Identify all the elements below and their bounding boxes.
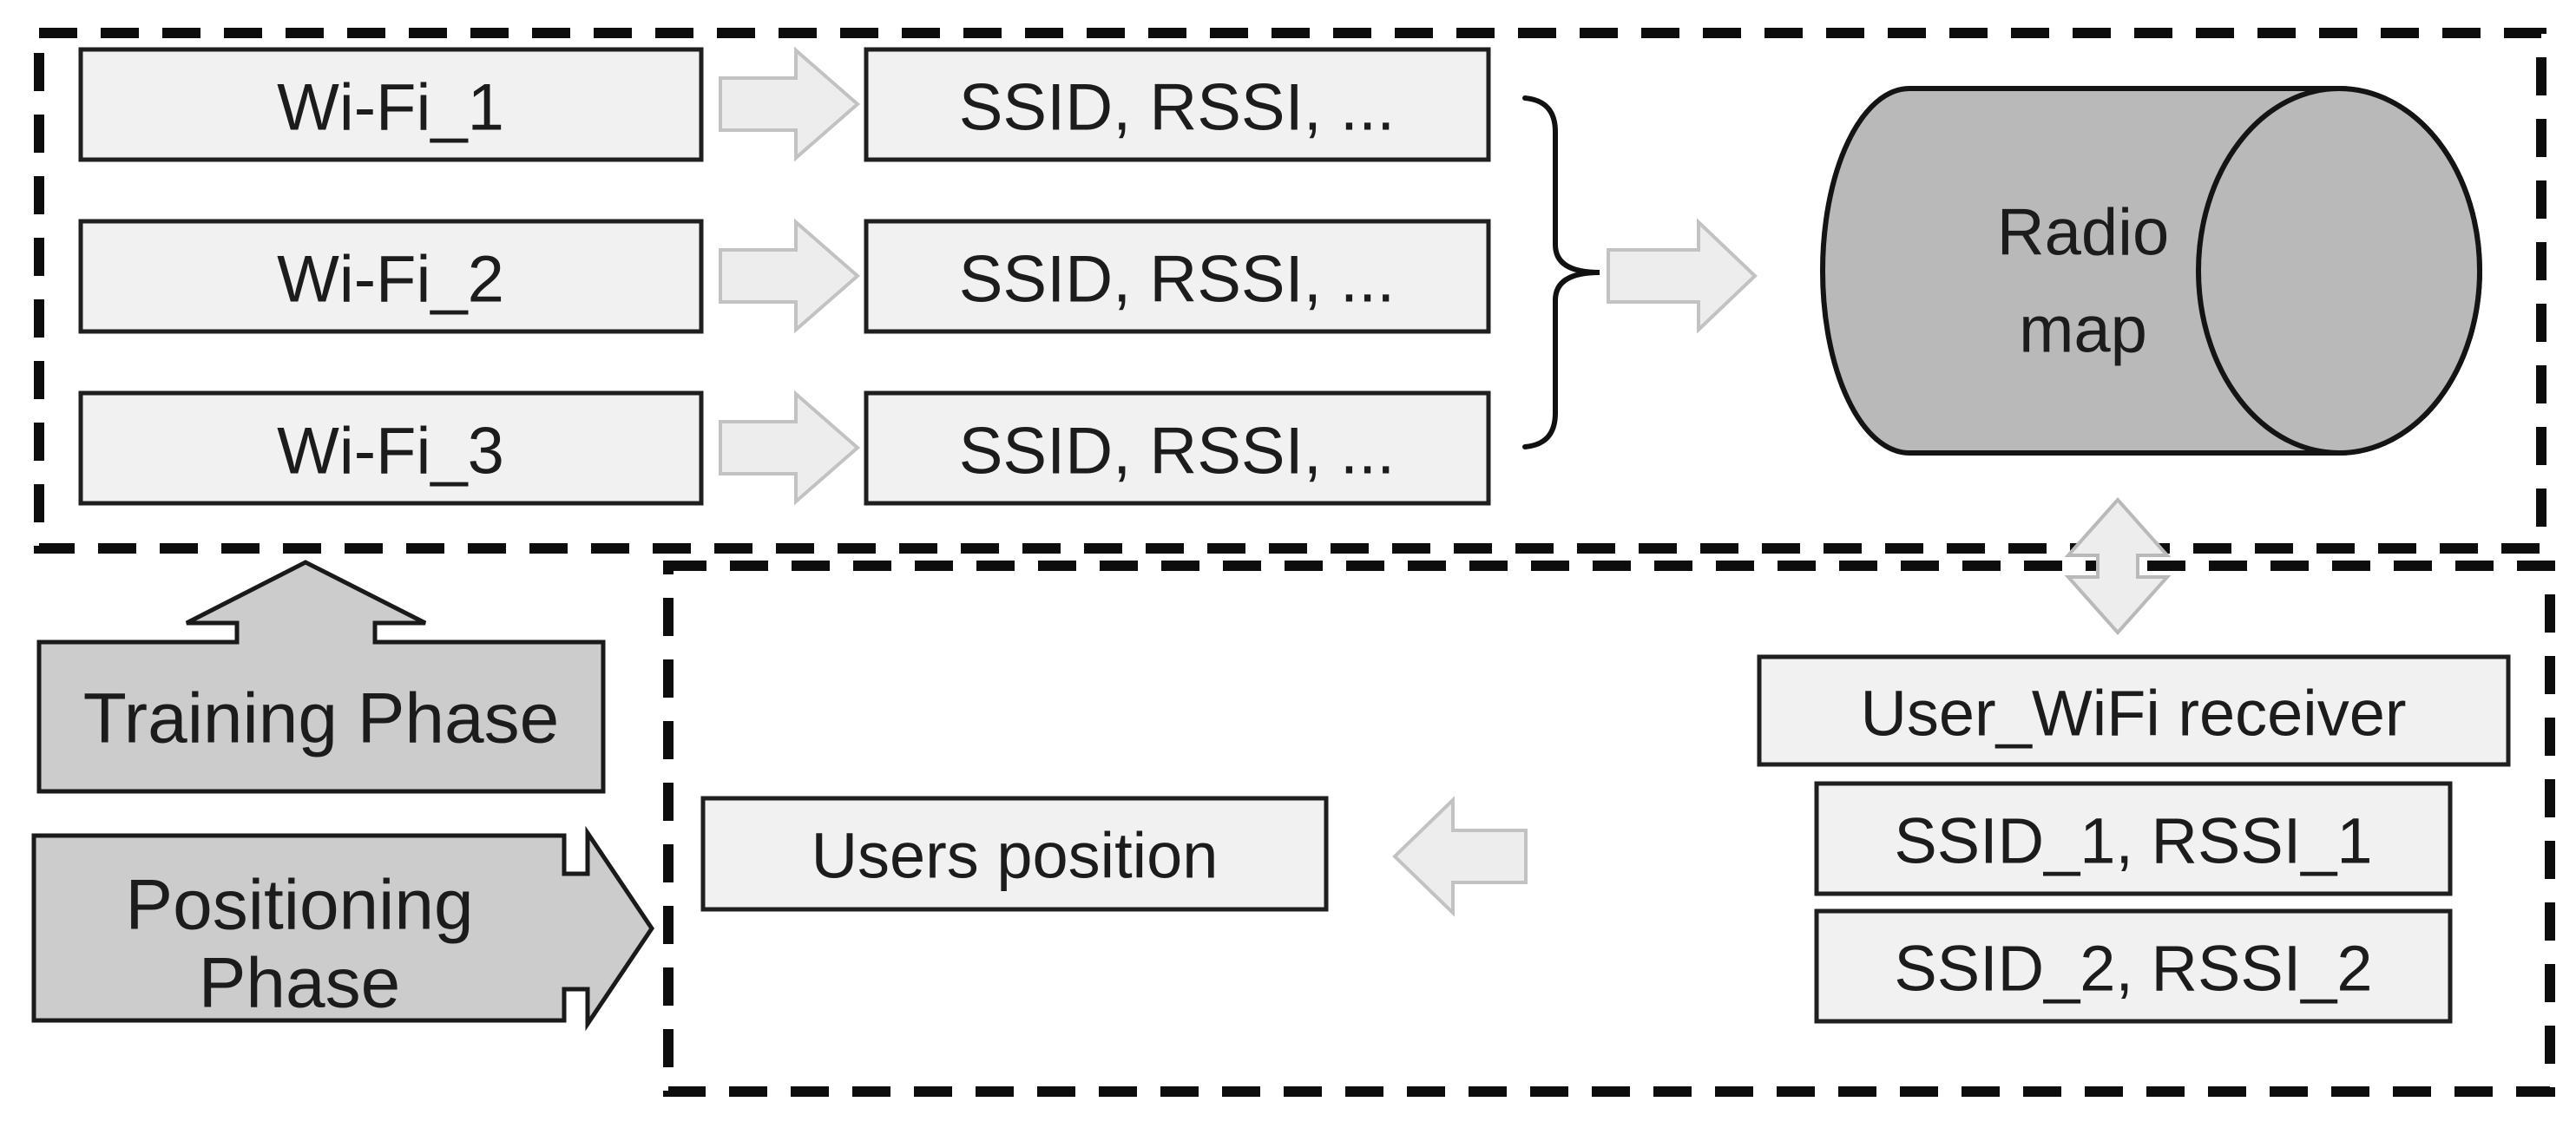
wifi-source-label: Wi-Fi_1	[277, 71, 504, 145]
right-arrow-icon	[719, 46, 861, 162]
wifi-source-row-2: Wi-Fi_2 SSID, RSSI, ...	[78, 218, 1491, 334]
scan-result-box	[864, 47, 1491, 162]
scan-result-label: SSID, RSSI, ...	[959, 243, 1396, 317]
right-arrow-icon	[719, 218, 861, 334]
wifi-source-label: Wi-Fi_3	[277, 415, 504, 489]
measurement-label: SSID_2, RSSI_2	[1894, 933, 2372, 1005]
wifi-source-label: Wi-Fi_2	[277, 243, 504, 317]
positioning-phase-label-line2: Phase	[199, 944, 401, 1023]
wifi-source-box	[78, 390, 704, 506]
aggregate-arrow-icon	[1607, 218, 1758, 334]
left-arrow-icon	[1392, 796, 1528, 917]
wifi-source-row-1: Wi-Fi_1 SSID, RSSI, ...	[78, 46, 1491, 162]
wifi-source-box	[78, 47, 704, 162]
positioning-phase-callout	[31, 825, 655, 1032]
scan-result-label: SSID, RSSI, ...	[959, 71, 1396, 145]
wifi-source-box	[78, 219, 704, 334]
training-phase-callout	[36, 560, 606, 794]
users-position-label: Users position	[812, 820, 1219, 892]
right-arrow-icon	[719, 390, 861, 506]
scan-result-box	[864, 390, 1491, 506]
training-phase-region-border	[34, 28, 2546, 554]
measurement-box	[1814, 908, 2453, 1024]
scan-result-box	[864, 219, 1491, 334]
positioning-phase-label-line1: Positioning	[125, 866, 473, 945]
up-down-arrow-icon	[2064, 496, 2172, 636]
scan-result-label: SSID, RSSI, ...	[959, 415, 1396, 489]
group-brace	[1522, 95, 1600, 449]
cylinder-end-cap	[2196, 86, 2482, 456]
user-wifi-receiver-box	[1757, 654, 2511, 767]
positioning-phase-region-border	[663, 561, 2555, 1097]
user-wifi-receiver-label: User_WiFi receiver	[1860, 678, 2406, 750]
wifi-source-row-3: Wi-Fi_3 SSID, RSSI, ...	[78, 390, 1491, 506]
users-position-box	[700, 796, 1329, 912]
measurement-box	[1814, 781, 2453, 896]
radio-map-cylinder: Radio map	[1820, 86, 2482, 456]
radio-map-label-line2: map	[2019, 293, 2147, 367]
radio-map-label-line1: Radio	[1997, 196, 2170, 270]
training-phase-label: Training Phase	[83, 679, 560, 758]
measurement-label: SSID_1, RSSI_1	[1894, 805, 2372, 877]
